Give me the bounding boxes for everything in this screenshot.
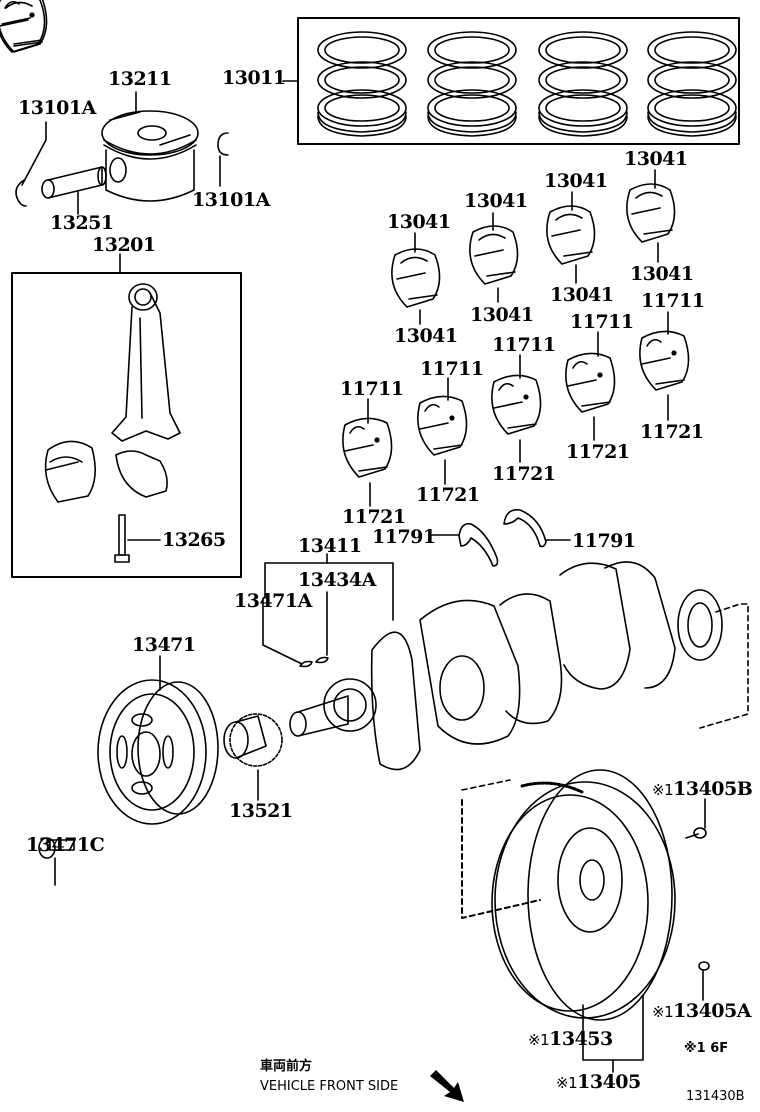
label-13471a[interactable]: 13471A — [234, 590, 312, 612]
rod-bearing-2[interactable] — [469, 225, 519, 285]
label-11721-4[interactable]: 11721 — [566, 441, 630, 463]
main-bearing-4[interactable] — [565, 352, 616, 413]
label-11721-5[interactable]: 11721 — [640, 421, 704, 443]
leader-13411-bracket — [264, 562, 394, 621]
direction-en: VEHICLE FRONT SIDE — [260, 1079, 399, 1094]
flywheel[interactable] — [491, 769, 676, 1021]
direction-jp: 車両前方 — [260, 1059, 313, 1074]
label-13101a-right[interactable]: 13101A — [192, 189, 270, 211]
main-bearing-5[interactable] — [639, 330, 690, 391]
note-mark: ※1 — [528, 1031, 550, 1049]
label-13011[interactable]: 13011 — [222, 67, 286, 89]
crankshaft[interactable] — [289, 561, 723, 771]
label-13041-1b[interactable]: 13041 — [394, 325, 458, 347]
label-13434a[interactable]: 13434A — [298, 569, 376, 591]
flywheel-pin[interactable] — [698, 961, 710, 971]
label-13521[interactable]: 13521 — [229, 800, 293, 822]
piston-ring-set[interactable] — [297, 17, 740, 145]
vehicle-front-arrow-icon — [430, 1070, 464, 1102]
label-11791-left[interactable]: 11791 — [372, 526, 436, 548]
note-mark: ※1 — [556, 1074, 578, 1092]
thrust-washer-left[interactable] — [458, 522, 499, 567]
label-13041-2b[interactable]: 13041 — [470, 304, 534, 326]
label-13471c[interactable]: 13471C — [26, 834, 105, 856]
label-13411[interactable]: 13411 — [298, 535, 362, 557]
main-bearing-2[interactable] — [417, 395, 468, 456]
label-13101a-left[interactable]: 13101A — [18, 97, 96, 119]
label-13041-2a[interactable]: 13041 — [464, 190, 528, 212]
connecting-rod-assy-box[interactable] — [11, 272, 242, 578]
label-11721-3[interactable]: 11721 — [492, 463, 556, 485]
connecting-rod[interactable] — [111, 283, 181, 498]
crank-pulley[interactable] — [97, 679, 219, 825]
label-13201[interactable]: 13201 — [92, 234, 156, 256]
flywheel-indicator-dashed — [699, 603, 749, 729]
piston[interactable] — [101, 110, 199, 202]
label-13405a[interactable]: ※113405A — [652, 1000, 751, 1022]
rod-bearing-4[interactable] — [626, 183, 676, 243]
label-11711-4[interactable]: 11711 — [570, 311, 634, 333]
label-13405[interactable]: ※113405 — [556, 1071, 641, 1093]
label-13211[interactable]: 13211 — [108, 68, 172, 90]
rod-bolt[interactable] — [114, 514, 130, 563]
main-bearing-3[interactable] — [491, 374, 542, 435]
label-11711-2[interactable]: 11711 — [420, 358, 484, 380]
label-11711-3[interactable]: 11711 — [492, 334, 556, 356]
note-mark: ※1 — [652, 1003, 674, 1021]
rod-bearing-1[interactable] — [391, 248, 441, 308]
label-11791-right[interactable]: 11791 — [572, 530, 636, 552]
note-mark: ※1 — [652, 781, 674, 799]
label-13453[interactable]: ※113453 — [528, 1028, 613, 1050]
label-13265[interactable]: 13265 — [162, 529, 226, 551]
flywheel-bolt[interactable] — [685, 827, 707, 839]
label-13471[interactable]: 13471 — [132, 634, 196, 656]
crank-keys[interactable] — [299, 656, 329, 668]
label-13405b[interactable]: ※113405B — [652, 778, 753, 800]
leader-13101a-left — [21, 121, 47, 186]
pulley-bolt[interactable] — [38, 837, 75, 859]
figure-id: 131430B — [686, 1089, 745, 1104]
label-11721-1[interactable]: 11721 — [342, 506, 406, 528]
label-11711-5[interactable]: 11711 — [641, 290, 705, 312]
crank-sprocket[interactable] — [223, 713, 283, 767]
label-13041-4a[interactable]: 13041 — [624, 148, 688, 170]
label-13251[interactable]: 13251 — [50, 212, 114, 234]
thrust-washer-right[interactable] — [503, 508, 547, 548]
snap-ring-left[interactable] — [15, 179, 27, 207]
footnote: ※1 6F — [684, 1041, 729, 1056]
rod-bearing-shell[interactable] — [44, 440, 96, 503]
main-bearing-1[interactable] — [342, 417, 393, 478]
rod-bearing-3[interactable] — [546, 205, 596, 265]
piston-pin[interactable] — [41, 166, 107, 199]
snap-ring-right[interactable] — [217, 132, 229, 156]
label-13041-3b[interactable]: 13041 — [550, 284, 614, 306]
label-11721-2[interactable]: 11721 — [416, 484, 480, 506]
label-13041-4b[interactable]: 13041 — [630, 263, 694, 285]
label-13041-3a[interactable]: 13041 — [544, 170, 608, 192]
label-11711-1[interactable]: 11711 — [340, 378, 404, 400]
label-13041-1a[interactable]: 13041 — [387, 211, 451, 233]
